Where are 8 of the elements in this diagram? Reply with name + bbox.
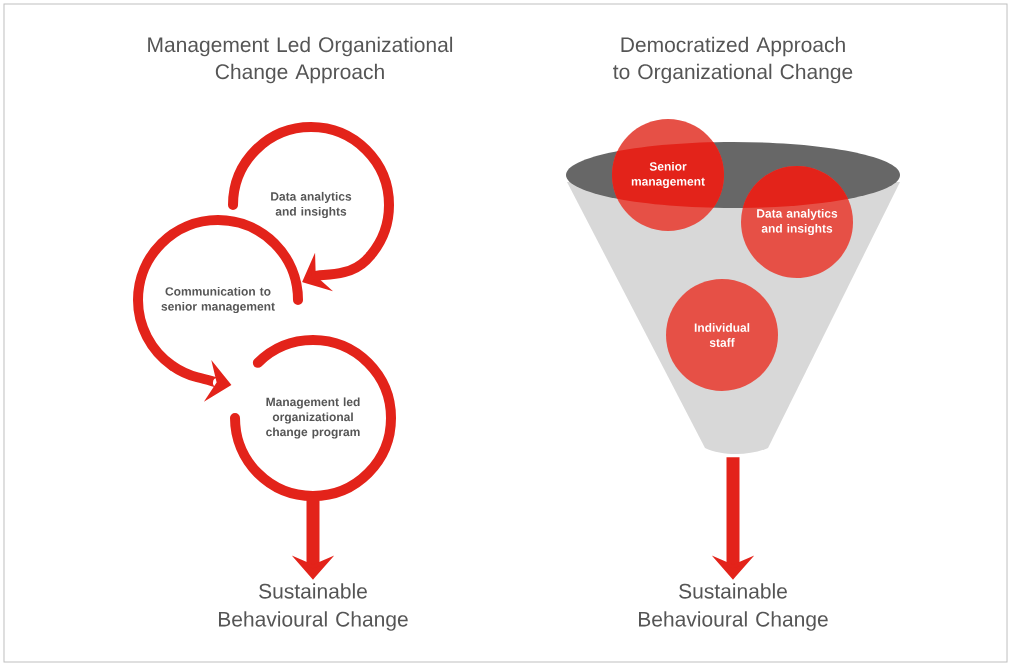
result-text: Sustainable Behavioural Change xyxy=(219,583,408,631)
ring-arc: Management led organizational change program xyxy=(230,335,396,501)
heading: Democratized Approach to Organizational Change xyxy=(613,36,853,84)
arrow xyxy=(302,251,375,292)
ring-arc: Data analytics and insights xyxy=(228,122,394,261)
result-text: Sustainable Behavioural Change xyxy=(639,583,828,631)
heading: Management Led Organizational Change Approach xyxy=(148,36,453,84)
ring-arc: Communication to senior management xyxy=(133,215,303,371)
